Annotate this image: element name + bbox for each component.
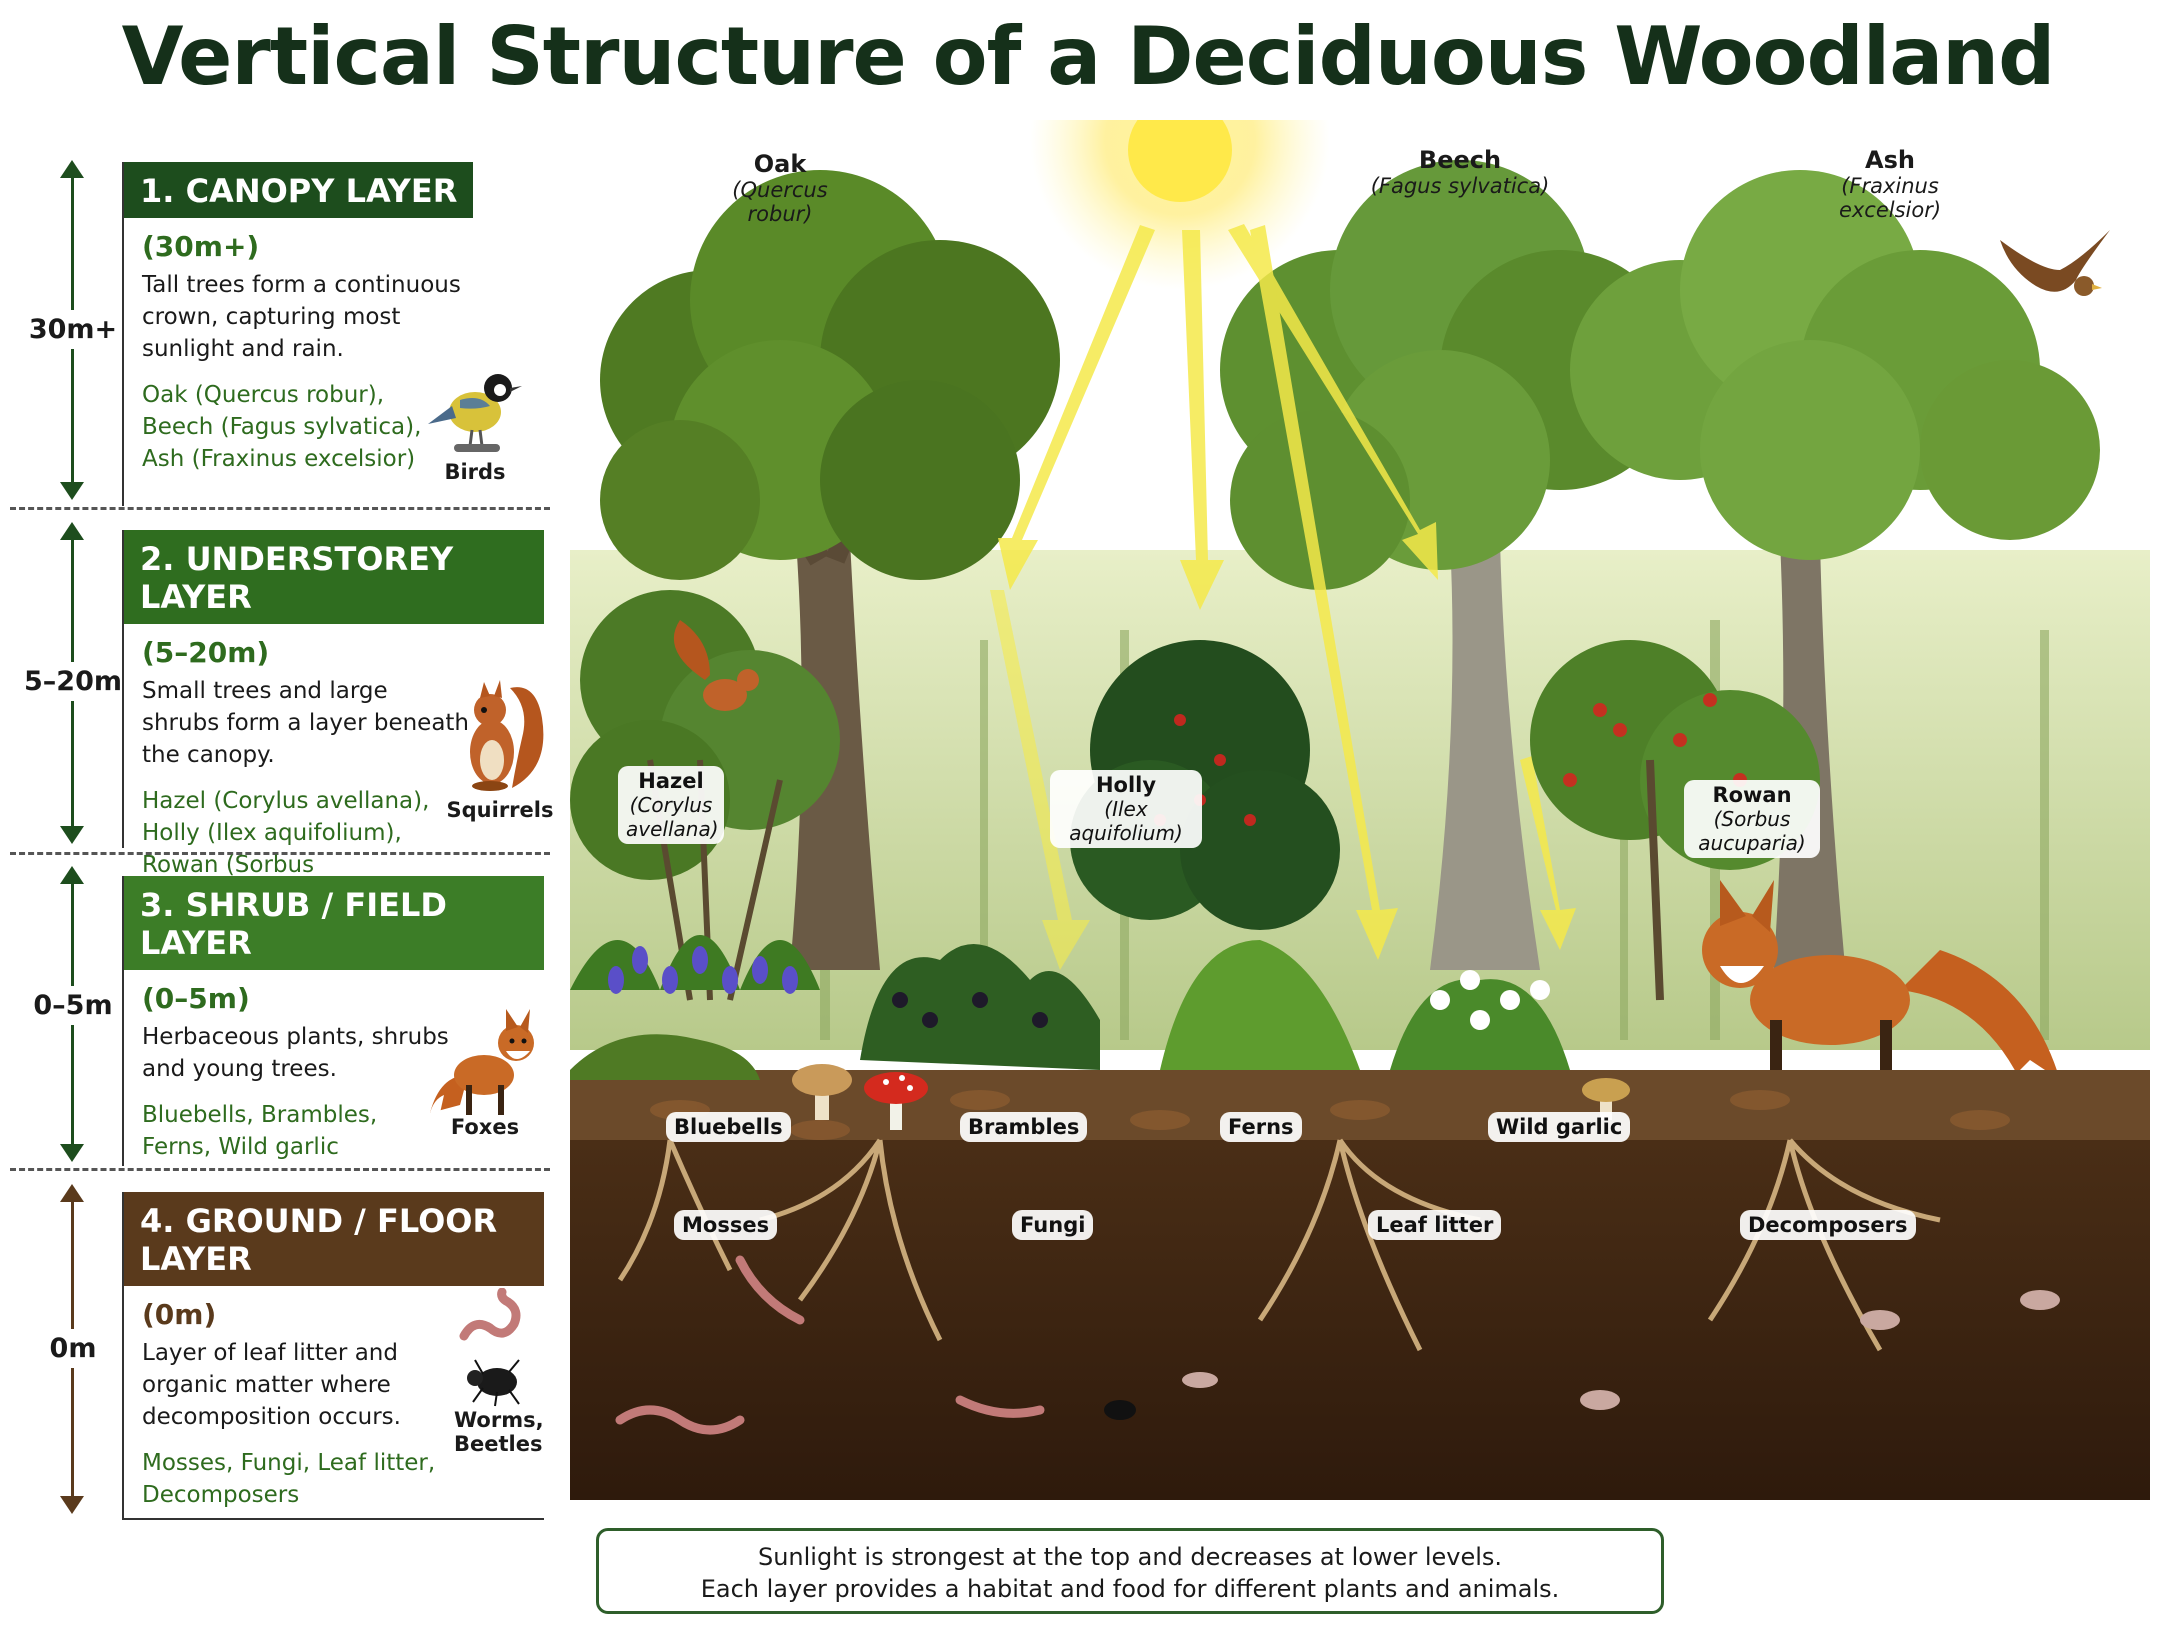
- height-scale-canopy: 30m+: [18, 160, 128, 500]
- woodland-illustration: Oak (Quercus robur) Beech (Fagus sylvati…: [560, 0, 2160, 1520]
- plant-label-ferns: Ferns: [1220, 1112, 1302, 1142]
- layer-description: Herbaceous plants, shrubs and young tree…: [142, 1024, 449, 1082]
- page-title: Vertical Structure of a Deciduous Woodla…: [121, 10, 2056, 103]
- tree-label-ash: Ash (Fraxinus excelsior): [1790, 146, 1990, 222]
- height-label: 0m: [18, 1329, 128, 1368]
- layer-range: (0–5m): [142, 982, 250, 1015]
- animal-label: Foxes: [450, 1115, 520, 1139]
- height-label: 30m+: [18, 310, 128, 349]
- ground-label-fungi: Fungi: [1012, 1210, 1094, 1240]
- tree-name: Beech: [1418, 146, 1502, 174]
- height-label: 0–5m: [18, 986, 128, 1025]
- tree-scientific-name: (Quercus robur): [732, 178, 828, 226]
- tree-name: Oak: [753, 150, 807, 178]
- layer-range: (30m+): [142, 230, 260, 263]
- tree-scientific-name: (Fagus sylvatica): [1370, 174, 1550, 198]
- ground-label-mosses: Mosses: [674, 1210, 778, 1240]
- plant-label-wild-garlic: Wild garlic: [1488, 1112, 1631, 1142]
- squirrel-icon: [470, 680, 544, 791]
- layer-panel-field: 3. SHRUB / FIELD LAYER (0–5m) Herbaceous…: [122, 876, 544, 1166]
- plant-name: Hazel: [638, 769, 704, 793]
- footer-note: Sunlight is strongest at the top and dec…: [596, 1528, 1664, 1614]
- ground-label-leaf-litter: Leaf litter: [1368, 1210, 1502, 1240]
- soil-organisms: [615, 1255, 2060, 1435]
- layer-divider: [10, 1168, 550, 1171]
- plant-scientific-name: (Sorbus aucuparia): [1698, 807, 1806, 855]
- worm-icon: [459, 1288, 521, 1341]
- plant-label-holly: Holly (Ilex aquifolium): [1050, 770, 1202, 848]
- footer-line: Sunlight is strongest at the top and dec…: [757, 1543, 1503, 1571]
- plant-scientific-name: (Corylus avellana): [626, 793, 719, 841]
- tree-name: Ash: [1865, 146, 1915, 174]
- layer-header: 1. CANOPY LAYER: [124, 162, 474, 218]
- plant-label-hazel: Hazel (Corylus avellana): [618, 766, 724, 844]
- layer-header: 4. GROUND / FLOOR LAYER: [124, 1192, 544, 1286]
- tree-label-beech: Beech (Fagus sylvatica): [1370, 146, 1550, 198]
- layer-description: Tall trees form a continuous crown, capt…: [142, 272, 461, 362]
- animal-birds: Birds: [410, 350, 540, 484]
- fox-icon: [430, 1009, 534, 1115]
- height-scale-field: 0–5m: [18, 866, 128, 1162]
- tree-label-oak: Oak (Quercus robur): [700, 150, 860, 226]
- height-label: 5–20m: [18, 662, 128, 701]
- field-layer-plants: [570, 935, 1570, 1070]
- animal-foxes: Foxes: [420, 995, 550, 1139]
- layer-panel-canopy: 1. CANOPY LAYER (30m+) Tall trees form a…: [122, 162, 544, 506]
- height-scale-understorey: 5–20m: [18, 522, 128, 844]
- height-scale-ground: 0m: [18, 1184, 128, 1514]
- layer-range: (0m): [142, 1298, 217, 1331]
- plant-label-rowan: Rowan (Sorbus aucuparia): [1684, 780, 1820, 858]
- beetle-icon: [467, 1359, 520, 1407]
- layer-divider: [10, 852, 550, 855]
- ground-label-decomposers: Decomposers: [1740, 1210, 1916, 1240]
- hawk-illustration: [2000, 230, 2110, 296]
- oak-tree: [600, 170, 1060, 970]
- animal-label: Worms, Beetles: [454, 1408, 544, 1456]
- layer-panel-ground: 4. GROUND / FLOOR LAYER (0m) Layer of le…: [122, 1192, 544, 1520]
- layer-species: Mosses, Fungi, Leaf litter, Decomposers: [142, 1450, 436, 1508]
- layer-description: Layer of leaf litter and organic matter …: [142, 1340, 401, 1430]
- animal-label: Birds: [444, 460, 506, 484]
- tree-roots: [617, 1138, 1941, 1352]
- woodland-scene: [570, 0, 2150, 1500]
- tree-scientific-name: (Fraxinus excelsior): [1838, 174, 1942, 222]
- footer-line: Each layer provides a habitat and food f…: [700, 1575, 1560, 1603]
- sunlight-rays: [990, 224, 1576, 970]
- plant-name: Rowan: [1712, 783, 1792, 807]
- animal-worms-beetles: Worms, Beetles: [444, 1288, 544, 1456]
- layer-divider: [10, 507, 550, 510]
- plant-scientific-name: (Ilex aquifolium): [1069, 797, 1183, 845]
- layer-species: Bluebells, Brambles, Ferns, Wild garlic: [142, 1102, 378, 1160]
- fungi: [792, 1064, 1630, 1130]
- animal-label: Squirrels: [446, 798, 554, 822]
- layer-header: 3. SHRUB / FIELD LAYER: [124, 876, 544, 970]
- plant-label-brambles: Brambles: [960, 1112, 1088, 1142]
- layer-header: 2. UNDERSTOREY LAYER: [124, 530, 544, 624]
- layer-description: Small trees and large shrubs form a laye…: [142, 678, 470, 768]
- squirrel-illustration: [673, 620, 759, 711]
- plant-name: Holly: [1095, 773, 1157, 797]
- ash-tree: [1570, 170, 2100, 1020]
- bird-icon: [428, 374, 522, 452]
- layer-species: Oak (Quercus robur), Beech (Fagus sylvat…: [142, 382, 422, 472]
- plant-label-bluebells: Bluebells: [666, 1112, 791, 1142]
- layer-range: (5–20m): [142, 636, 270, 669]
- animal-squirrels: Squirrels: [440, 668, 560, 822]
